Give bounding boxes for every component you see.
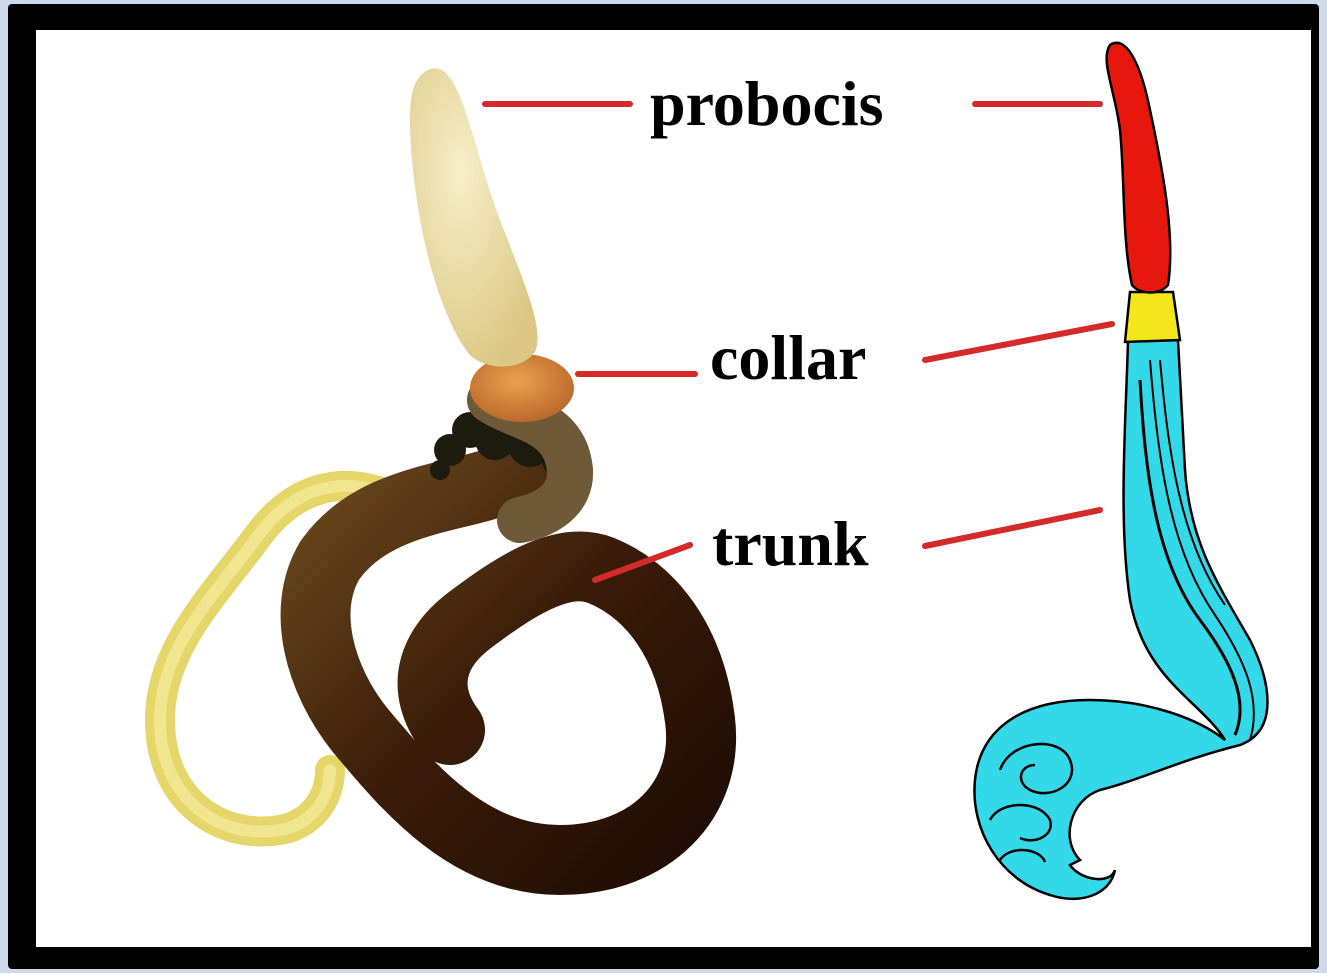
label-collar: collar	[710, 326, 866, 390]
specimen-photo	[160, 68, 701, 860]
specimen-collar	[470, 354, 574, 422]
label-probocis: probocis	[650, 72, 884, 136]
label-trunk: trunk	[712, 512, 869, 576]
leader-collar-right	[925, 324, 1112, 360]
specimen-proboscis	[410, 68, 538, 366]
schematic-drawing	[974, 43, 1267, 899]
schematic-proboscis	[1107, 43, 1171, 293]
schematic-trunk	[974, 340, 1267, 899]
schematic-collar	[1125, 292, 1180, 342]
leader-trunk-right	[925, 510, 1100, 546]
